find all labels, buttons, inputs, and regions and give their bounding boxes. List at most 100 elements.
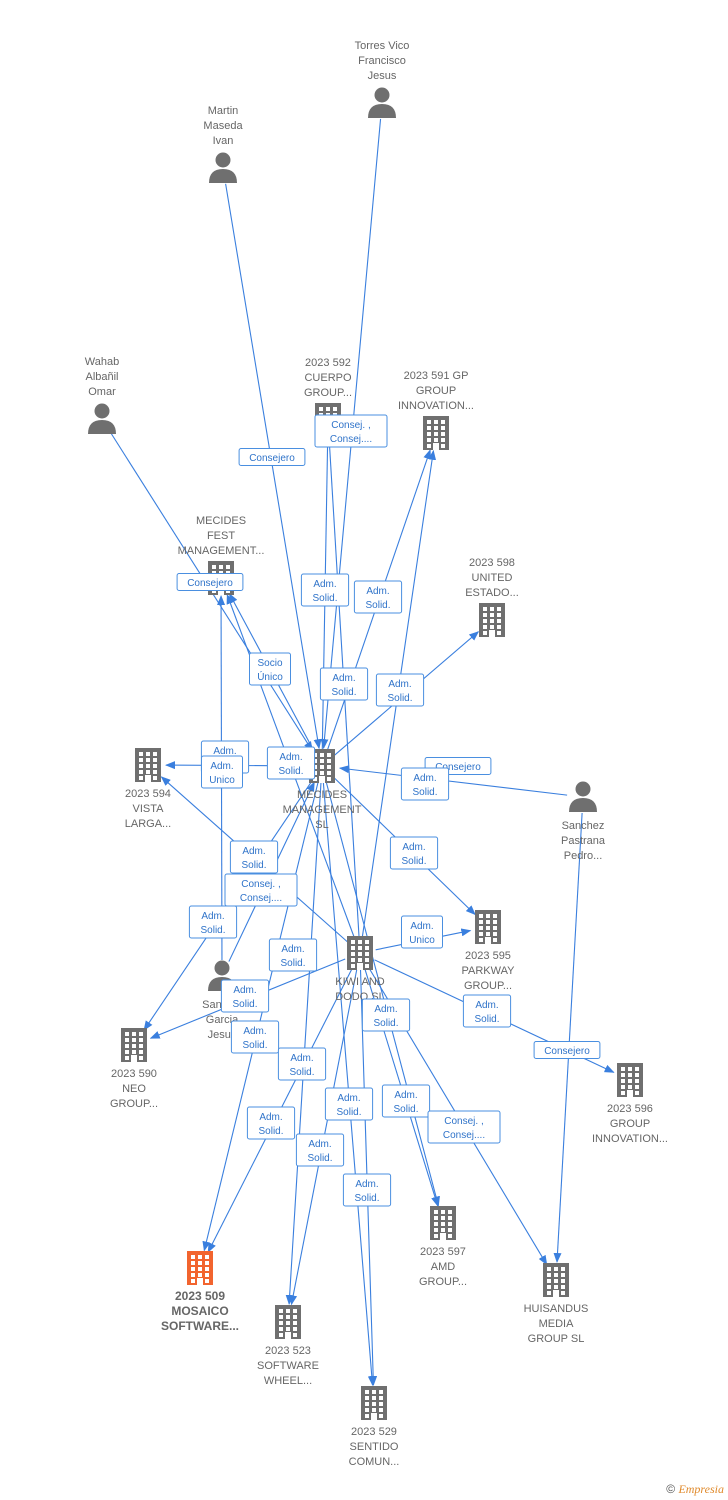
edge-role-label[interactable]: Adm.Solid. xyxy=(268,938,318,972)
edge-role-text: Solid. xyxy=(354,1193,379,1204)
node-label-line: VISTA xyxy=(133,803,165,815)
edge-role-label[interactable]: Adm.Solid. xyxy=(389,836,439,870)
node-c529[interactable]: 2023 529SENTIDOCOMUN... xyxy=(349,1386,400,1468)
edge-role-label[interactable]: Adm. Solid. xyxy=(353,580,403,614)
node-label-line: INNOVATION... xyxy=(398,400,474,412)
edge-role-label[interactable]: Adm.Solid. xyxy=(188,905,238,939)
building-icon xyxy=(423,416,449,450)
edge-role-text: Adm. xyxy=(337,1093,360,1104)
node-label-line: 2023 594 xyxy=(125,788,171,800)
node-label-line: WHEEL... xyxy=(264,1375,312,1387)
edge-role-label[interactable]: Adm.Solid. xyxy=(400,767,450,801)
copyright-footer: © Empresia xyxy=(666,1482,724,1497)
node-label-line: Martin xyxy=(208,105,239,117)
edge-role-text: Adm. xyxy=(410,921,433,932)
edge-role-label[interactable]: Adm.Solid. xyxy=(381,1084,431,1118)
edge-role-label[interactable]: Consejero xyxy=(238,448,306,466)
edge-role-label[interactable]: Consej. ,Consej.... xyxy=(427,1110,501,1144)
edge-role-text: Adm. xyxy=(413,773,436,784)
edge-role-text: Solid. xyxy=(373,1018,398,1029)
edge-sanchez-to-mecides xyxy=(338,765,568,796)
node-label-line: MECIDES xyxy=(196,515,246,527)
node-label-line: 2023 523 xyxy=(265,1345,311,1357)
node-label-line: GROUP... xyxy=(110,1098,158,1110)
edge-role-text: Solid. xyxy=(232,999,257,1010)
edge-role-text: Solid. xyxy=(387,693,412,704)
node-label-line: MOSAICO xyxy=(171,1304,228,1318)
edge-role-label[interactable]: Adm. Solid. xyxy=(361,998,411,1032)
edge-mecides-to-c523 xyxy=(285,781,322,1306)
edge-role-label[interactable]: Adm.Solid. xyxy=(300,573,350,607)
edge-role-label[interactable]: Adm.Solid. xyxy=(230,1020,280,1054)
person-icon xyxy=(569,781,597,812)
node-label-line: Omar xyxy=(88,386,116,398)
edge-role-label[interactable]: Adm.Solid. xyxy=(220,979,270,1013)
node-label-line: 2023 529 xyxy=(351,1426,397,1438)
edge-role-text: Solid. xyxy=(289,1067,314,1078)
node-label-line: MANAGEMENT... xyxy=(178,545,265,557)
edge-role-text: Adm. xyxy=(374,1004,397,1015)
edge-role-text: Solid. xyxy=(474,1014,499,1025)
edge-role-label[interactable]: Adm.Solid. xyxy=(229,840,279,874)
building-icon xyxy=(361,1386,387,1420)
edge-role-label[interactable]: Adm.Solid. xyxy=(462,994,512,1028)
edge-role-text: Adm. xyxy=(210,761,233,772)
node-sanchez[interactable]: SanchezPastranaPedro... xyxy=(561,781,606,863)
edge-role-text: Solid. xyxy=(278,766,303,777)
edge-role-label[interactable]: Adm.Solid. xyxy=(266,746,316,780)
edge-role-label[interactable]: Consej. ,Consej.... xyxy=(314,414,388,448)
edge-role-label[interactable]: Adm. Solid. xyxy=(375,673,425,707)
node-label-line: 2023 597 xyxy=(420,1246,466,1258)
edge-role-text: Adm. xyxy=(366,586,389,597)
edge-role-text: Adm. xyxy=(313,579,336,590)
edge-role-text: Adm. xyxy=(201,911,224,922)
building-icon xyxy=(479,603,505,637)
edge-role-text: Consejero xyxy=(187,578,233,589)
building-icon xyxy=(275,1305,301,1339)
edge-role-text: Solid. xyxy=(280,958,305,969)
edge-role-label[interactable]: Adm.Solid. xyxy=(324,1087,374,1121)
edge-role-text: Solid. xyxy=(365,600,390,611)
edge-role-label[interactable]: Adm.Unico xyxy=(401,915,443,949)
brand-logo[interactable]: Empresia xyxy=(678,1482,724,1496)
node-label-line: 2023 595 xyxy=(465,950,511,962)
node-label-line: Ivan xyxy=(213,135,234,147)
node-c591[interactable]: 2023 591 GPGROUPINNOVATION... xyxy=(398,370,474,450)
node-c598[interactable]: 2023 598UNITEDESTADO... xyxy=(465,557,519,637)
edge-sanchez-to-huisandus xyxy=(553,812,583,1264)
node-c597[interactable]: 2023 597AMDGROUP... xyxy=(419,1206,467,1288)
edge-role-label[interactable]: Consejero xyxy=(533,1041,601,1059)
node-c594[interactable]: 2023 594VISTALARGA... xyxy=(125,748,171,830)
node-c590[interactable]: 2023 590NEOGROUP... xyxy=(110,1028,158,1110)
node-label-line: GROUP xyxy=(416,385,456,397)
edge-role-label[interactable]: Adm.Solid. xyxy=(319,667,369,701)
node-label-line: INNOVATION... xyxy=(592,1133,668,1145)
edge-role-label[interactable]: Consejero xyxy=(176,573,244,591)
node-label-line: SOFTWARE xyxy=(257,1360,319,1372)
node-c596[interactable]: 2023 596GROUPINNOVATION... xyxy=(592,1063,668,1145)
node-label-line: GROUP... xyxy=(419,1276,467,1288)
node-c509[interactable]: 2023 509MOSAICOSOFTWARE... xyxy=(161,1251,239,1333)
node-c595[interactable]: 2023 595PARKWAYGROUP... xyxy=(462,910,516,992)
node-label-line: MECIDES xyxy=(297,789,347,801)
edge-role-label[interactable]: Adm.Solid. xyxy=(295,1133,345,1167)
edge-role-label[interactable]: Adm.Solid. xyxy=(342,1173,392,1207)
edge-role-label[interactable]: Consej. ,Consej.... xyxy=(224,873,298,907)
node-label-line: Torres Vico xyxy=(355,40,410,52)
edge-role-text: Adm. xyxy=(388,679,411,690)
node-label-line: 2023 598 xyxy=(469,557,515,569)
edge-role-label[interactable]: Adm.Solid. xyxy=(246,1106,296,1140)
edge-role-label[interactable]: Adm.Solid. xyxy=(277,1047,327,1081)
node-label-line: 2023 590 xyxy=(111,1068,157,1080)
edge-role-label[interactable]: Adm.Unico xyxy=(201,755,243,789)
building-icon xyxy=(475,910,501,944)
